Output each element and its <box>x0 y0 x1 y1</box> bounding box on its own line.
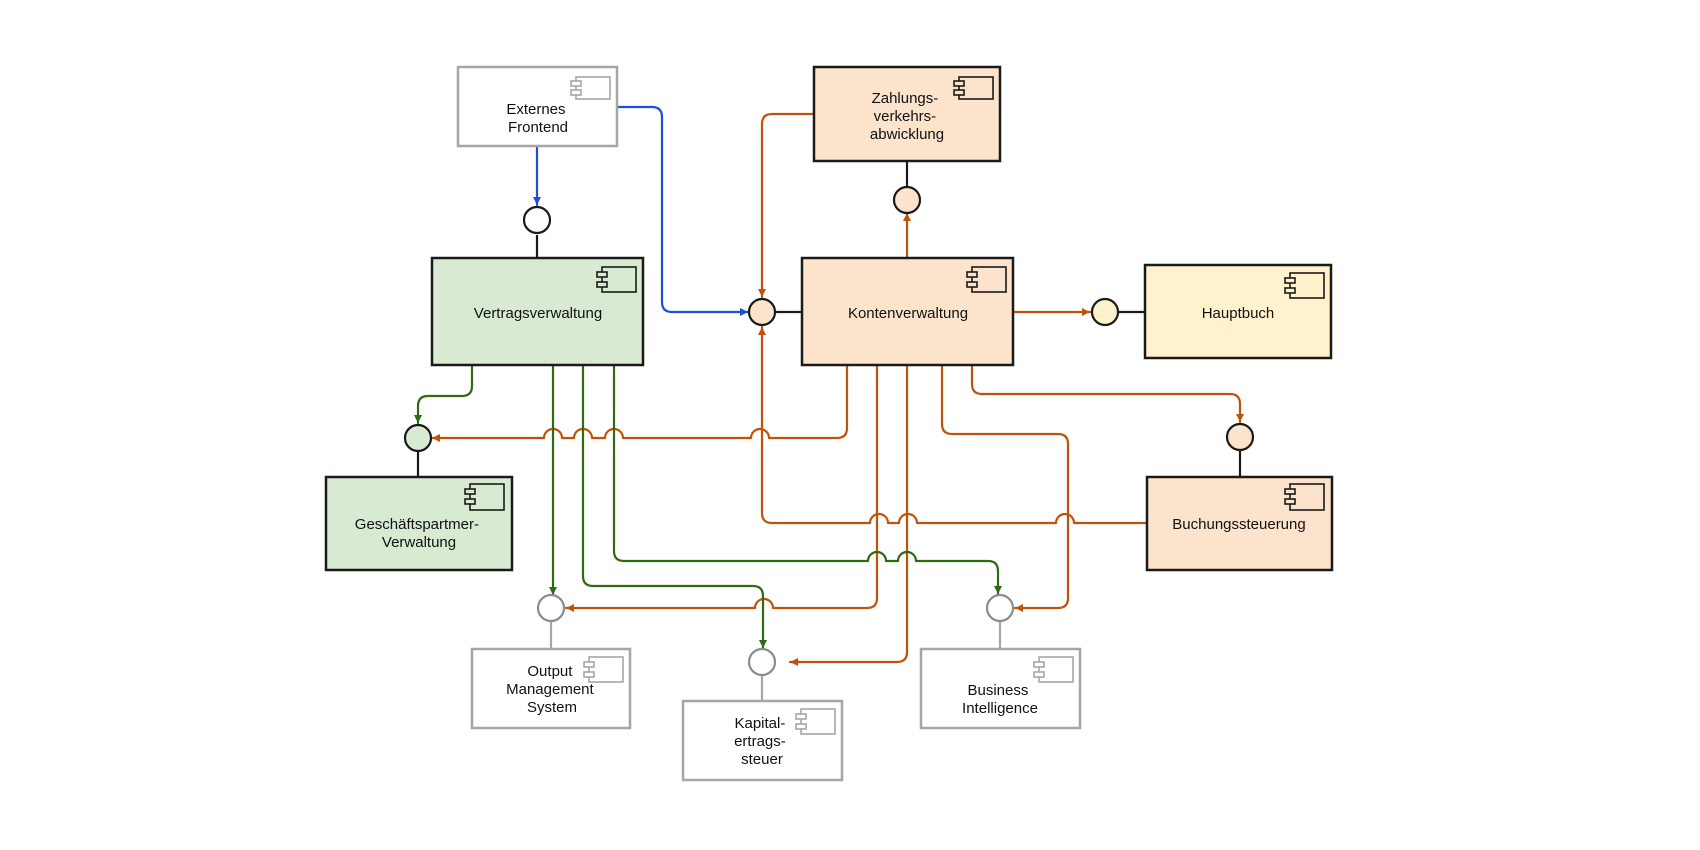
component-label: Kontenverwaltung <box>848 305 968 322</box>
edge-konten-to-output-interface <box>564 363 879 612</box>
component-vertragsverwaltung[interactable]: Vertragsverwaltung <box>430 256 645 367</box>
component-icon <box>1284 483 1325 511</box>
edge-konten-to-buchung-interface <box>970 363 1244 424</box>
component-icon <box>596 266 637 293</box>
component-externes-frontend[interactable]: Externes Frontend <box>456 65 619 148</box>
edge-vertrag-to-geschaeftspartner-interface <box>414 363 474 425</box>
component-label: Hauptbuch <box>1202 305 1275 322</box>
component-icon <box>1284 272 1325 299</box>
component-label: Zahlungs- verkehrs- abwicklung <box>870 90 944 143</box>
component-buchungssteuerung[interactable]: Buchungssteuerung <box>1145 475 1334 572</box>
component-icon <box>570 76 611 100</box>
interface-kontenverwaltung <box>747 297 777 327</box>
component-label: Geschäftspartmer- Verwaltung <box>355 516 483 551</box>
edge-konten-to-bi-interface <box>940 363 1070 612</box>
component-icon <box>464 483 505 511</box>
component-business-intelligence[interactable]: Business Intelligence <box>919 647 1082 730</box>
component-icon <box>1033 656 1074 683</box>
component-label: Vertragsverwaltung <box>474 305 602 322</box>
edge-vertrag-to-kapitalertrag-interface <box>581 363 767 650</box>
edge-vertrag-to-bi-interface <box>612 363 1002 596</box>
edge-konten-to-kapitalertrag-interface <box>788 363 909 666</box>
component-label: Kapital- ertrags- steuer <box>734 715 790 768</box>
interface-output-management-system <box>536 593 566 623</box>
edge-zahlung-to-konten-interface <box>758 112 816 299</box>
interface-buchungssteuerung <box>1225 422 1255 452</box>
component-icon <box>966 266 1007 293</box>
interface-geschaeftspartner-verwaltung <box>403 423 433 453</box>
interface-kapitalertragssteuer <box>747 647 777 677</box>
interface-zahlungsverkehrsabwicklung <box>892 185 922 215</box>
component-geschaeftspartner-verwaltung[interactable]: Geschäftspartmer- Verwaltung <box>324 475 514 572</box>
component-icon <box>953 76 994 100</box>
component-icon <box>583 656 624 683</box>
component-output-management-system[interactable]: Output Management System <box>470 647 632 730</box>
interface-vertragsverwaltung <box>522 205 552 235</box>
component-label: Business Intelligence <box>962 682 1038 717</box>
component-label: Output Management System <box>506 663 598 716</box>
edge-buchung-to-konten-interface <box>758 325 1149 525</box>
edge-frontend-to-konten-interface <box>615 105 750 316</box>
component-hauptbuch[interactable]: Hauptbuch <box>1143 263 1333 360</box>
component-label: Buchungssteuerung <box>1172 516 1305 533</box>
component-kontenverwaltung[interactable]: Kontenverwaltung <box>800 256 1015 367</box>
component-kapitalertragssteuer[interactable]: Kapital- ertrags- steuer <box>681 699 844 782</box>
component-label: Externes Frontend <box>506 101 569 136</box>
interface-business-intelligence <box>985 593 1015 623</box>
edge-konten-to-geschaeftspartner-interface <box>430 363 849 442</box>
interface-hauptbuch <box>1090 297 1120 327</box>
component-zahlungsverkehrsabwicklung[interactable]: Zahlungs- verkehrs- abwicklung <box>812 65 1002 163</box>
component-icon <box>795 708 836 735</box>
